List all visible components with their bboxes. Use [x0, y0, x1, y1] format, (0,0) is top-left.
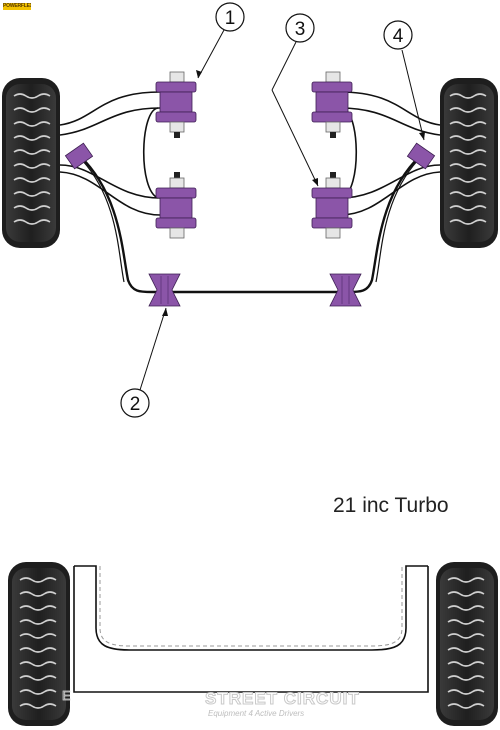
drop-link-bush-left: [64, 142, 94, 170]
callout-1: 1: [196, 2, 245, 79]
tyre-right-front: [440, 78, 498, 248]
left-wishbone: [59, 91, 161, 216]
rear-beam-axle: [73, 565, 429, 693]
callout-4-label: 4: [393, 26, 404, 47]
watermark: E STREET CIRCUIT Equipment 4 Active Driv…: [62, 688, 360, 718]
callout-3-label: 3: [295, 19, 306, 40]
callout-4: 4: [383, 20, 425, 141]
rear-beam-dashed: [99, 566, 403, 647]
callout-3: 3: [271, 13, 319, 187]
tyre-left-rear: [8, 562, 70, 726]
watermark-sub: Equipment 4 Active Drivers: [208, 709, 304, 718]
arb-bush-left: [148, 273, 181, 307]
bush-3-upper: [311, 71, 353, 138]
bush-3-lower: [311, 172, 353, 239]
callout-2: 2: [120, 307, 168, 418]
tyre-right-rear: [436, 562, 498, 726]
watermark-left: E: [62, 688, 71, 703]
brand-logo: POWERFLEX: [3, 3, 31, 10]
callout-1-label: 1: [225, 8, 236, 29]
model-caption: 21 inc Turbo: [333, 494, 449, 517]
anti-roll-bar: [78, 154, 422, 294]
watermark-main: STREET CIRCUIT: [205, 689, 360, 708]
bush-1-lower: [155, 172, 197, 239]
callout-2-label: 2: [130, 394, 141, 415]
arb-bush-right: [329, 273, 362, 307]
tyre-left-front: [2, 78, 60, 248]
drop-link-bush-right: [406, 142, 436, 170]
bush-1-upper: [155, 71, 197, 138]
